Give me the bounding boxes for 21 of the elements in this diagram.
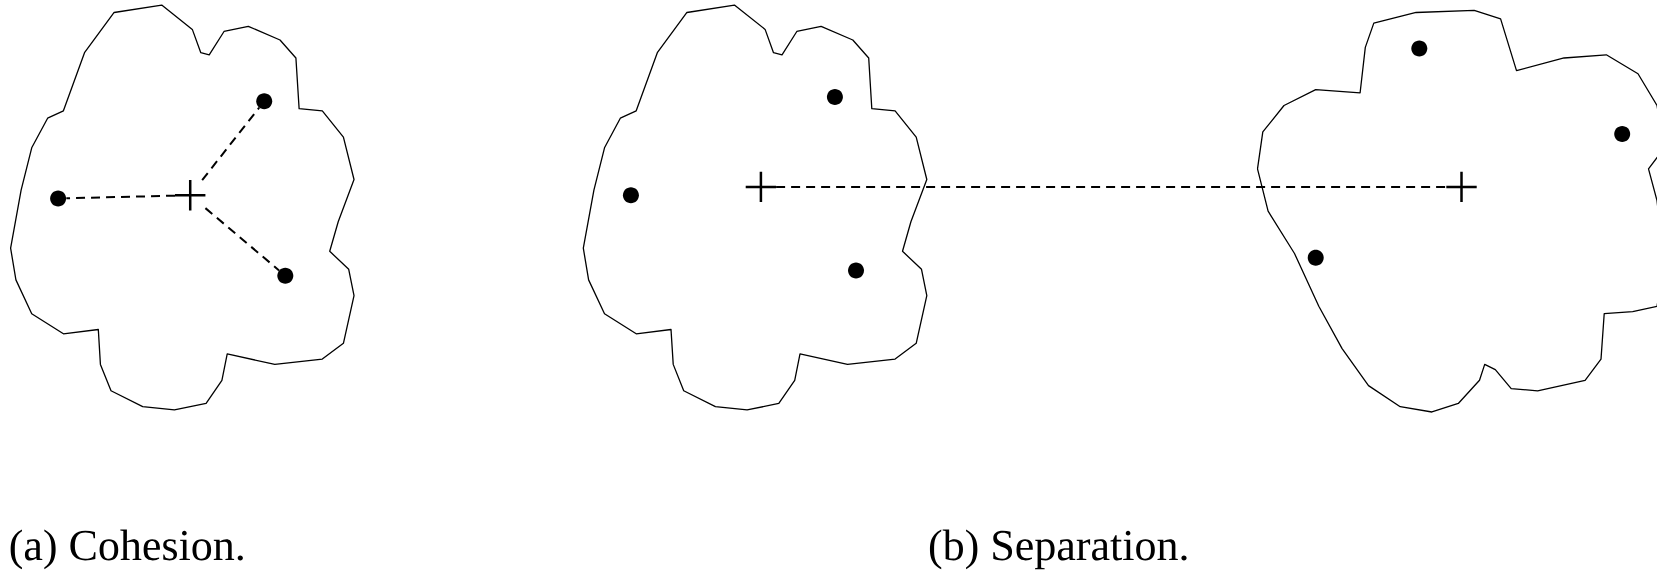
distance-line bbox=[65, 194, 176, 200]
cluster-outline bbox=[9, 4, 355, 411]
distance-line bbox=[775, 185, 1448, 188]
caption: (a) Cohesion. bbox=[10, 529, 243, 570]
cluster-outline bbox=[1256, 9, 1657, 413]
data-point bbox=[50, 190, 67, 207]
caption: (b) Separation. bbox=[929, 529, 1187, 570]
distance-line bbox=[201, 106, 261, 182]
data-point bbox=[1307, 249, 1324, 266]
data-point bbox=[1614, 126, 1631, 143]
cluster-outline bbox=[582, 4, 928, 411]
data-point bbox=[848, 262, 864, 279]
data-point bbox=[622, 187, 639, 204]
data-point bbox=[1411, 40, 1428, 57]
centroid-mark bbox=[1445, 170, 1478, 204]
data-point bbox=[256, 93, 273, 110]
distance-line bbox=[204, 207, 281, 272]
data-point bbox=[277, 267, 294, 284]
data-point bbox=[826, 89, 843, 106]
centroid-mark bbox=[173, 178, 207, 212]
centroid-mark bbox=[744, 170, 778, 204]
